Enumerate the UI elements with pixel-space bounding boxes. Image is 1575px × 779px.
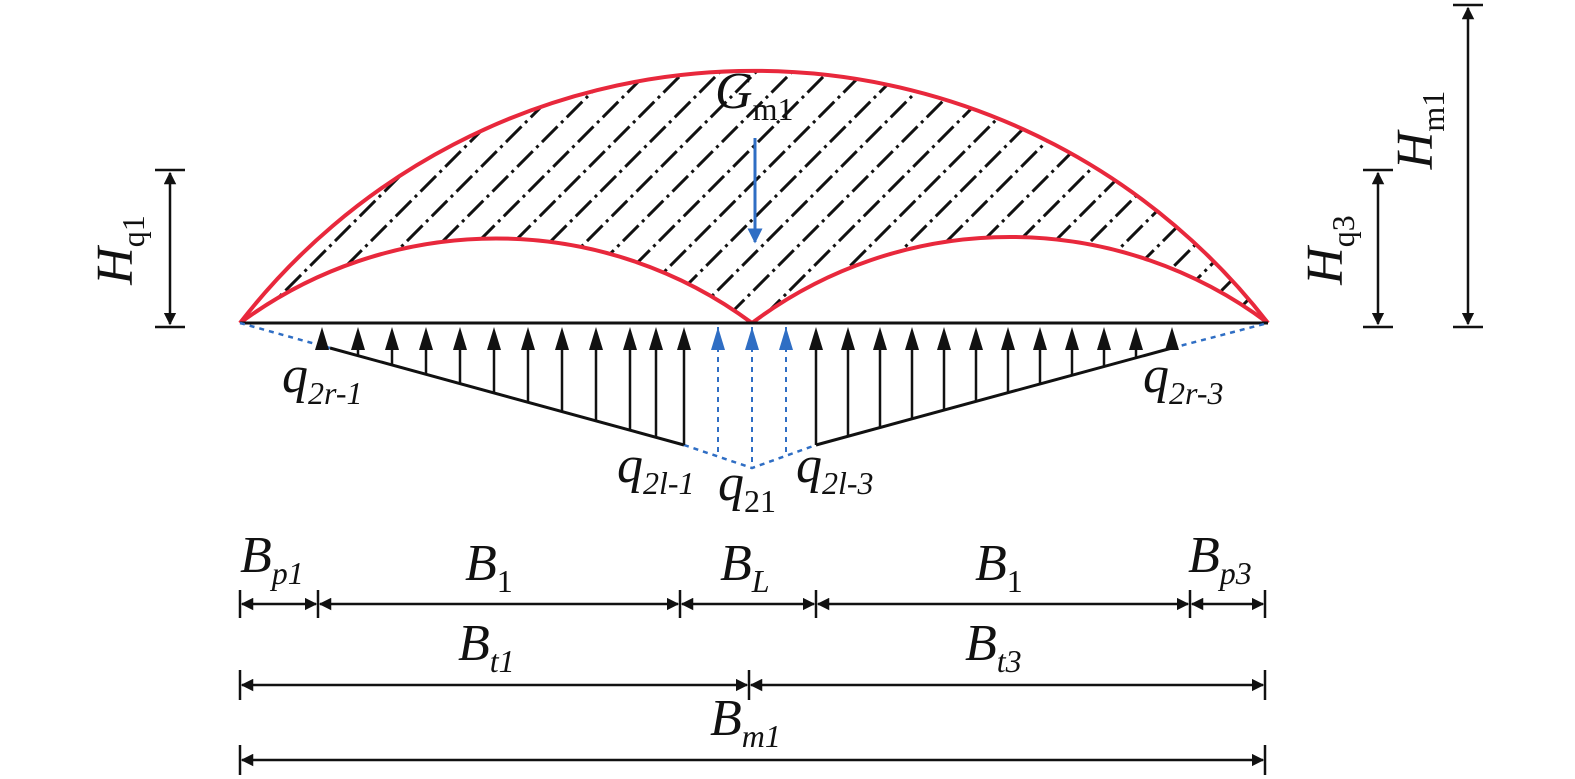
load-arrow-head bbox=[969, 327, 983, 350]
hatch-line bbox=[1532, 0, 1575, 340]
hatch-line bbox=[1424, 0, 1575, 340]
load-arrow-head bbox=[351, 327, 365, 350]
label-g-m1: Gm1 bbox=[715, 63, 793, 127]
hatch-line bbox=[1568, 0, 1575, 340]
load-arrow-head bbox=[873, 327, 887, 350]
load-arrow-head bbox=[623, 327, 637, 350]
load-arrow-head bbox=[1165, 327, 1179, 350]
hatch-line bbox=[240, 70, 578, 323]
hatch-line bbox=[774, 70, 1118, 323]
load-arrow-head bbox=[589, 327, 603, 350]
hatch-line bbox=[882, 70, 1226, 323]
hq1-dimension bbox=[155, 168, 185, 329]
load-arrow-head bbox=[555, 327, 569, 350]
load-arrow-head bbox=[1129, 327, 1143, 350]
hatch-line bbox=[990, 70, 1268, 323]
label-b-p1: Bp1 bbox=[240, 527, 304, 591]
load-arrow-head bbox=[677, 327, 691, 350]
label-b-m1: Bm1 bbox=[710, 690, 781, 754]
hatch-line bbox=[1460, 0, 1575, 340]
hatch-line bbox=[846, 70, 1190, 323]
load-arrow-head bbox=[1065, 327, 1079, 350]
load-arrow-head bbox=[809, 327, 823, 350]
hatch-line bbox=[1062, 70, 1268, 323]
load-arrow-head bbox=[905, 327, 919, 350]
label-b-l: BL bbox=[720, 535, 770, 599]
hq3-dimension bbox=[1363, 168, 1393, 329]
load-arrow-head bbox=[1097, 327, 1111, 350]
label-h-q3: Hq3 bbox=[1297, 215, 1361, 286]
hatch-line bbox=[378, 70, 722, 323]
label-q-2r-1: q2r-1 bbox=[282, 347, 362, 411]
hatch-line bbox=[450, 70, 794, 323]
label-b-t1: Bt1 bbox=[458, 615, 515, 679]
label-q-2r-3: q2r-3 bbox=[1143, 347, 1223, 411]
hatch-line bbox=[1496, 0, 1575, 340]
label-b-t3: Bt3 bbox=[965, 615, 1022, 679]
label-q-21: q21 bbox=[718, 455, 776, 519]
label-q-2l-1: q2l-1 bbox=[617, 437, 695, 501]
width-dimensions bbox=[238, 590, 1267, 775]
hm1-dimension bbox=[1453, 3, 1483, 329]
hatch-line bbox=[1170, 70, 1268, 323]
load-arrow-head bbox=[841, 327, 855, 350]
label-h-q1: Hq1 bbox=[87, 215, 151, 286]
label-q-2l-3: q2l-3 bbox=[796, 437, 874, 501]
hatch-line bbox=[666, 70, 1010, 323]
load-arrow-head bbox=[1033, 327, 1047, 350]
load-arrow-head bbox=[649, 327, 663, 350]
load-arrow-head bbox=[521, 327, 535, 350]
load-arrow-head bbox=[487, 327, 501, 350]
hatch-line bbox=[702, 70, 1046, 323]
hatch-line bbox=[594, 70, 938, 323]
distributed-load bbox=[239, 321, 1269, 470]
hatch-line bbox=[954, 70, 1268, 323]
hatch-line bbox=[306, 70, 650, 323]
load-arrow-head bbox=[315, 327, 329, 350]
hatch-line bbox=[918, 70, 1262, 323]
right-inner-arch bbox=[750, 235, 1270, 325]
label-h-m1: Hm1 bbox=[1387, 91, 1451, 170]
hatch-line bbox=[738, 70, 1082, 323]
hatch-line bbox=[342, 70, 686, 323]
outer-arch bbox=[238, 68, 1270, 325]
label-b-p3: Bp3 bbox=[1188, 527, 1252, 591]
load-arrow-head bbox=[937, 327, 951, 350]
hatch-line bbox=[558, 70, 902, 323]
hatch-line bbox=[240, 70, 542, 323]
label-b-1-right: B1 bbox=[975, 535, 1023, 599]
load-arrow-head bbox=[1001, 327, 1015, 350]
hatch-line bbox=[1026, 70, 1268, 323]
load-arrow-head bbox=[453, 327, 467, 350]
load-arrow-head bbox=[385, 327, 399, 350]
hatch-line bbox=[270, 70, 614, 323]
hatch-line bbox=[414, 70, 758, 323]
label-b-1-left: B1 bbox=[465, 535, 513, 599]
hatch-line bbox=[486, 70, 830, 323]
left-inner-arch bbox=[238, 236, 754, 325]
load-arrow-head bbox=[419, 327, 433, 350]
hatch-line bbox=[1316, 0, 1575, 340]
